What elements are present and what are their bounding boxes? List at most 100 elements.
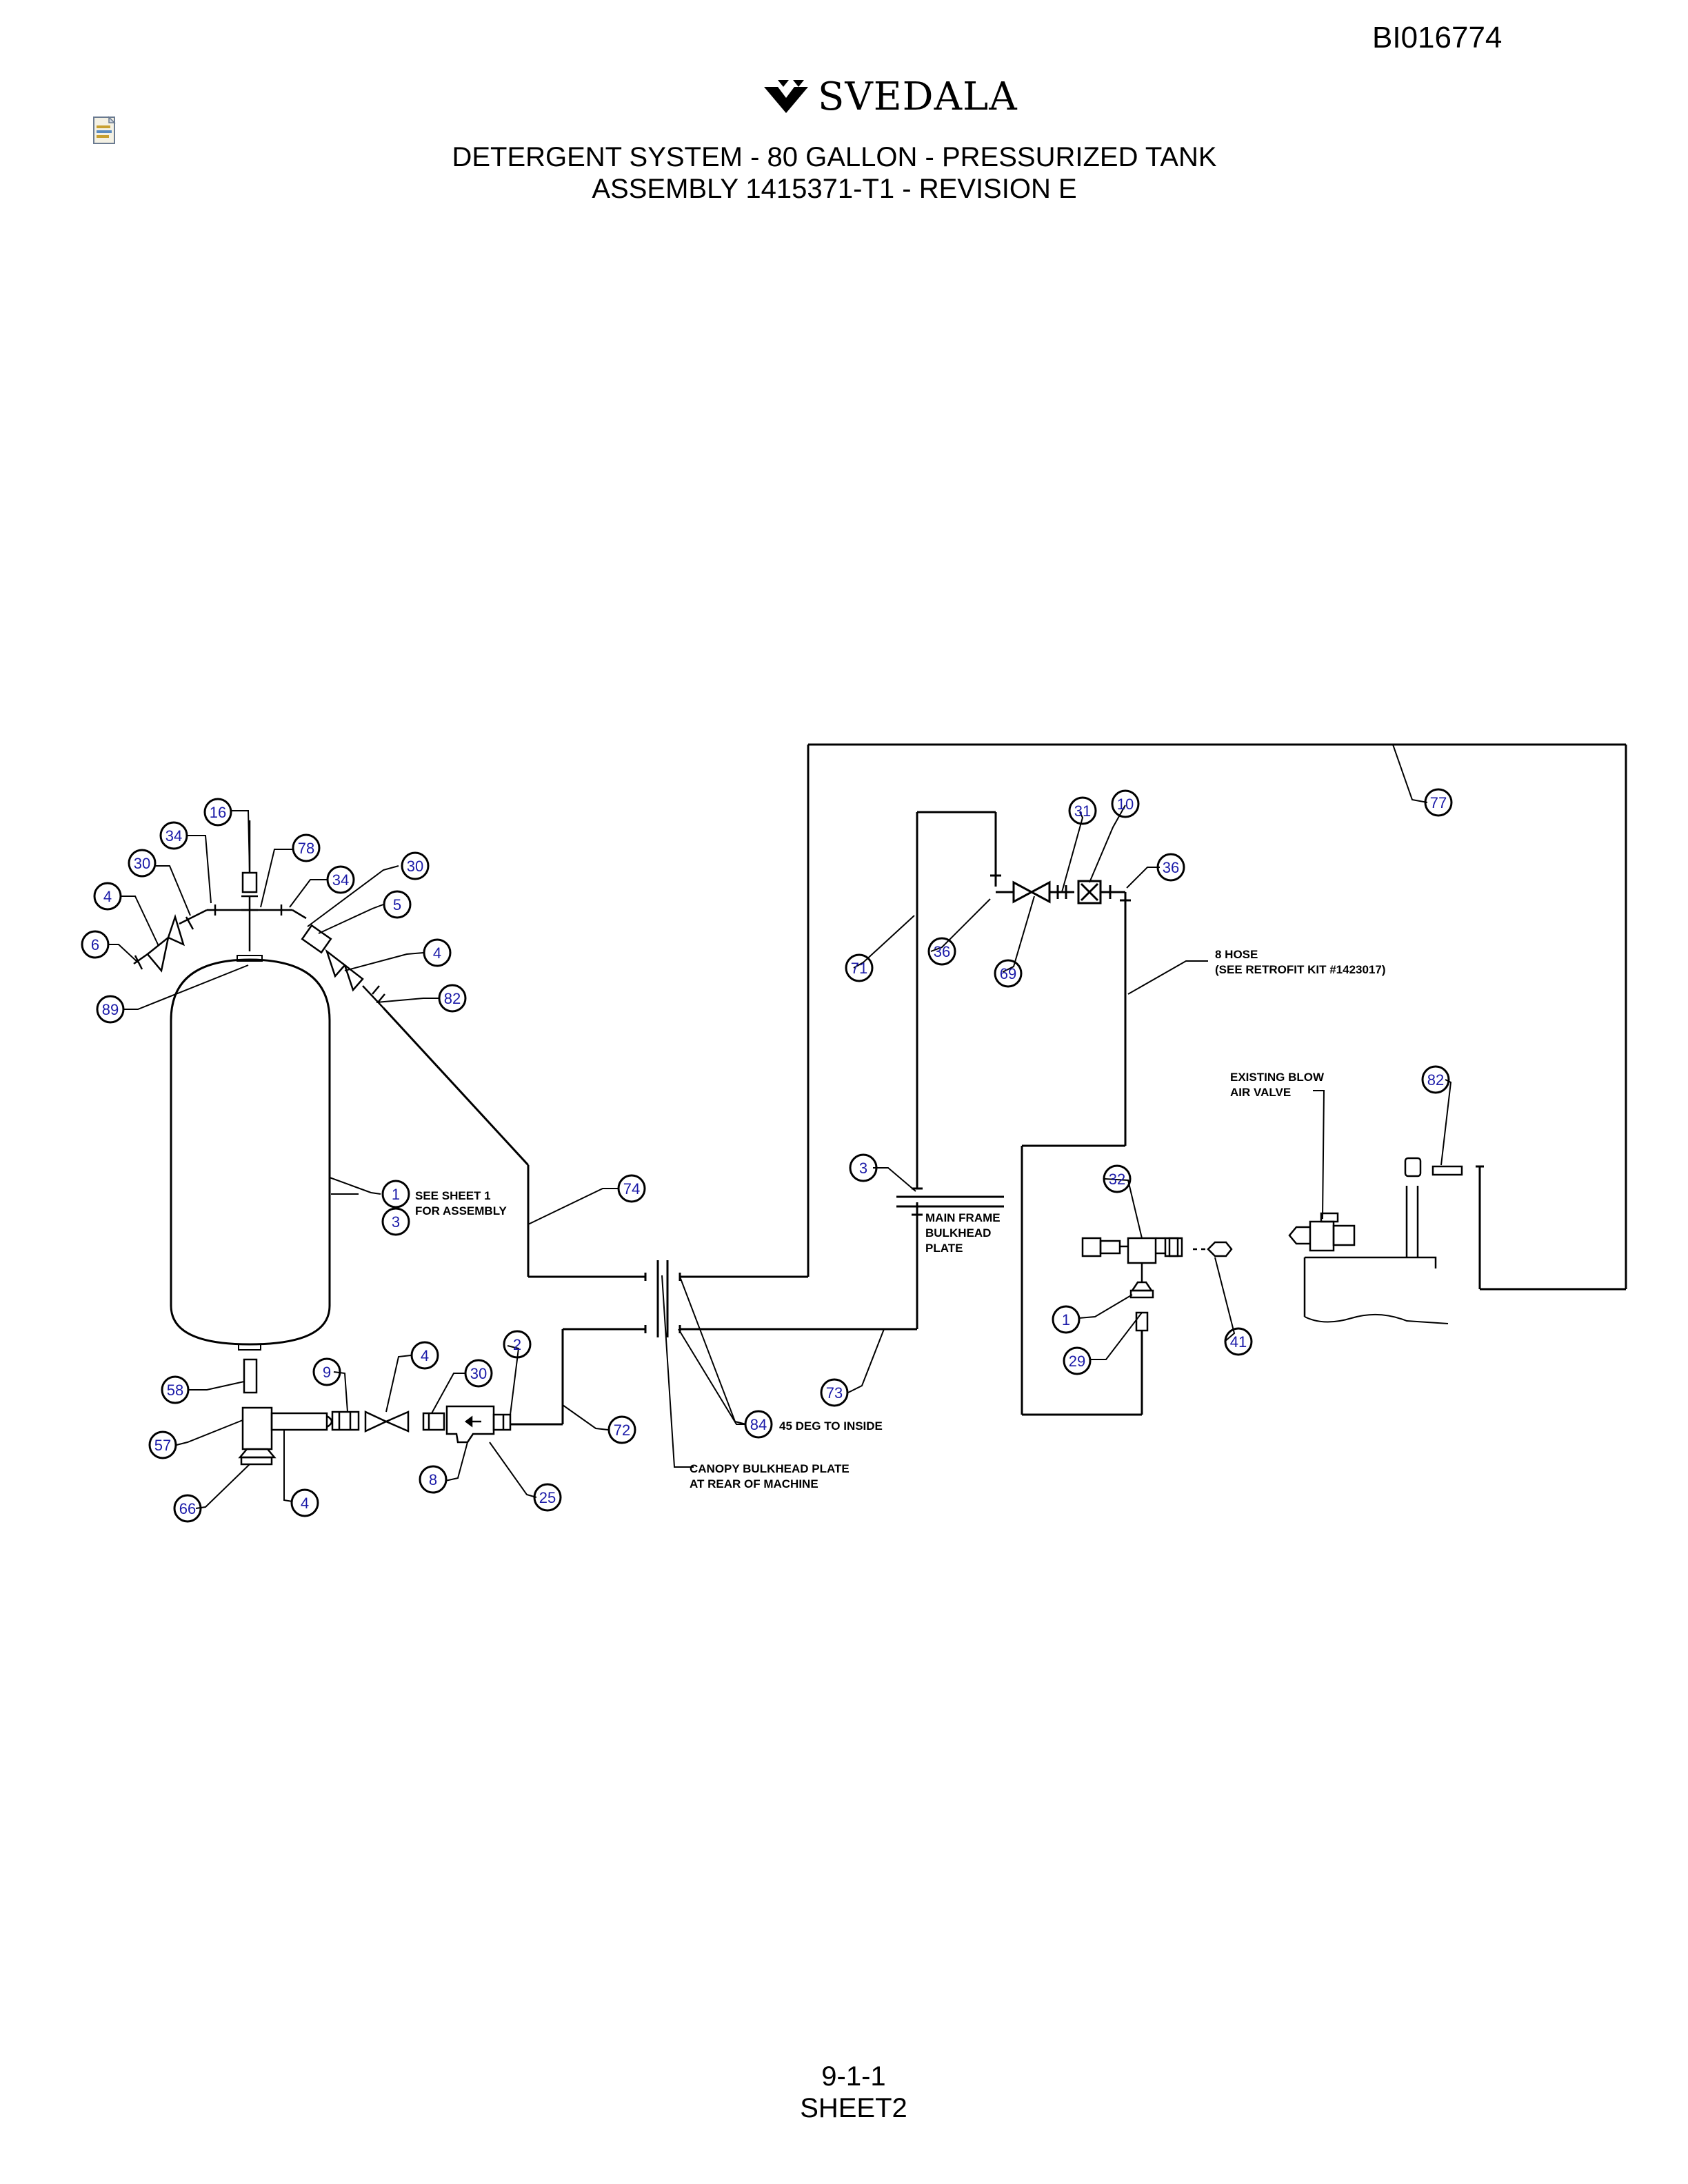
callout-bubble: 2 [503,1330,532,1359]
note-for-assembly: FOR ASSEMBLY [415,1204,508,1217]
svg-text:10: 10 [1117,796,1134,813]
callout-bubble: 3 [849,1153,878,1182]
svg-text:29: 29 [1069,1353,1085,1370]
callout-bubble: 8 [419,1465,448,1494]
callout-bubble: 72 [607,1415,636,1444]
svg-text:66: 66 [179,1500,196,1517]
callout-bubble: 25 [533,1483,562,1512]
svg-text:82: 82 [1427,1071,1444,1089]
svg-text:3: 3 [859,1160,867,1177]
svg-text:57: 57 [154,1437,171,1454]
pressurized-tank [170,955,331,1351]
svg-text:30: 30 [470,1365,487,1382]
callout-bubble: 71 [845,953,874,982]
callout-bubble: 82 [1421,1065,1450,1094]
callout-bubbles: 16 34 78 30 34 30 4 6 5 4 89 82 74 1 3 5… [81,788,1453,1523]
callout-bubble: 89 [96,995,125,1024]
callout-bubble: 66 [173,1494,202,1523]
callout-bubble: 4 [290,1488,319,1517]
svg-text:4: 4 [103,888,112,905]
document-number: BI016774 [1372,21,1503,54]
diagram-notes: SEE SHEET 1 FOR ASSEMBLY 8 HOSE (SEE RET… [415,948,1386,1490]
note-canopy-bulkhead: CANOPY BULKHEAD PLATE [690,1462,850,1475]
svg-text:71: 71 [851,960,867,977]
callout-bubble: 30 [128,849,157,878]
note-retrofit-kit: (SEE RETROFIT KIT #1423017) [1215,963,1386,976]
callout-bubble: 1 [381,1180,410,1209]
svg-text:34: 34 [165,827,182,845]
callout-bubble: 6 [81,930,110,959]
svg-text:78: 78 [298,840,314,857]
svg-text:73: 73 [826,1384,843,1402]
svg-text:84: 84 [750,1416,767,1433]
svg-text:8: 8 [429,1471,437,1488]
callout-bubble: 29 [1063,1346,1092,1375]
pipe-runs [382,743,1627,1426]
right-components [1081,1157,1463,1332]
top-fittings [133,820,385,1009]
svg-text:4: 4 [421,1347,429,1364]
page-number: 9-1-1 [821,2061,886,2092]
svg-text:72: 72 [614,1422,630,1439]
svg-text:25: 25 [539,1489,556,1506]
title-line-1: DETERGENT SYSTEM - 80 GALLON - PRESSURIZ… [452,142,1217,172]
svg-text:36: 36 [1163,859,1179,876]
callout-bubble: 4 [93,882,122,911]
leader-lines [109,744,1452,1509]
callout-bubble: 4 [410,1341,439,1370]
callout-bubble: 84 [744,1410,773,1439]
svedala-logo-icon [764,80,808,113]
svg-text:74: 74 [623,1180,640,1197]
svg-text:36: 36 [934,943,950,960]
callout-bubble: 82 [438,984,467,1013]
svg-text:30: 30 [407,858,423,875]
callout-bubble: 78 [292,833,321,862]
svg-text:9: 9 [323,1364,331,1381]
callout-bubble: 1 [1052,1305,1081,1334]
svg-text:69: 69 [1000,965,1016,982]
callout-bubble: 73 [820,1378,849,1407]
callout-bubble: 36 [1156,853,1185,882]
callout-bubble: 69 [994,959,1023,988]
note-air-valve: AIR VALVE [1230,1086,1291,1099]
svg-text:41: 41 [1230,1333,1247,1351]
svg-text:5: 5 [393,896,401,913]
svg-text:4: 4 [433,944,441,962]
callout-bubble: 9 [312,1357,341,1386]
svg-text:89: 89 [102,1001,119,1018]
svg-text:4: 4 [301,1495,309,1512]
callout-bubble: 5 [383,890,412,919]
callout-bubble: 31 [1068,796,1097,825]
note-existing-blow: EXISTING BLOW [1230,1071,1325,1084]
callout-bubble: 30 [401,851,430,880]
callout-bubble: 16 [203,798,232,827]
callout-bubble: 3 [381,1207,410,1236]
callout-bubble: 34 [159,821,188,850]
note-main-frame: MAIN FRAME [925,1211,1001,1224]
svg-text:58: 58 [167,1382,183,1399]
logo-text: SVEDALA [818,74,1018,119]
callout-bubble: 4 [423,938,452,967]
note-45-deg: 45 DEG TO INSIDE [779,1419,883,1433]
note-8-hose: 8 HOSE [1215,948,1258,961]
note-see-sheet-1: SEE SHEET 1 [415,1189,491,1202]
svg-text:6: 6 [91,936,99,953]
callout-bubble: 32 [1103,1164,1132,1193]
sheet-label: SHEET2 [800,2093,907,2123]
svg-text:3: 3 [392,1213,400,1231]
svg-text:34: 34 [332,871,349,889]
svg-text:77: 77 [1430,794,1447,811]
svg-text:16: 16 [210,804,226,821]
callout-bubble: 74 [617,1174,646,1203]
note-rear-of-machine: AT REAR OF MACHINE [690,1477,818,1490]
callout-bubble: 34 [326,865,355,894]
document-icon[interactable] [92,116,119,146]
svg-text:31: 31 [1074,802,1091,820]
callout-bubble: 58 [161,1375,190,1404]
note-plate: PLATE [925,1242,963,1255]
svg-text:2: 2 [513,1336,521,1353]
callout-bubble: 41 [1224,1327,1253,1356]
callout-bubble: 57 [148,1430,177,1459]
callout-bubble: 36 [927,937,956,966]
note-bulkhead: BULKHEAD [925,1226,991,1240]
